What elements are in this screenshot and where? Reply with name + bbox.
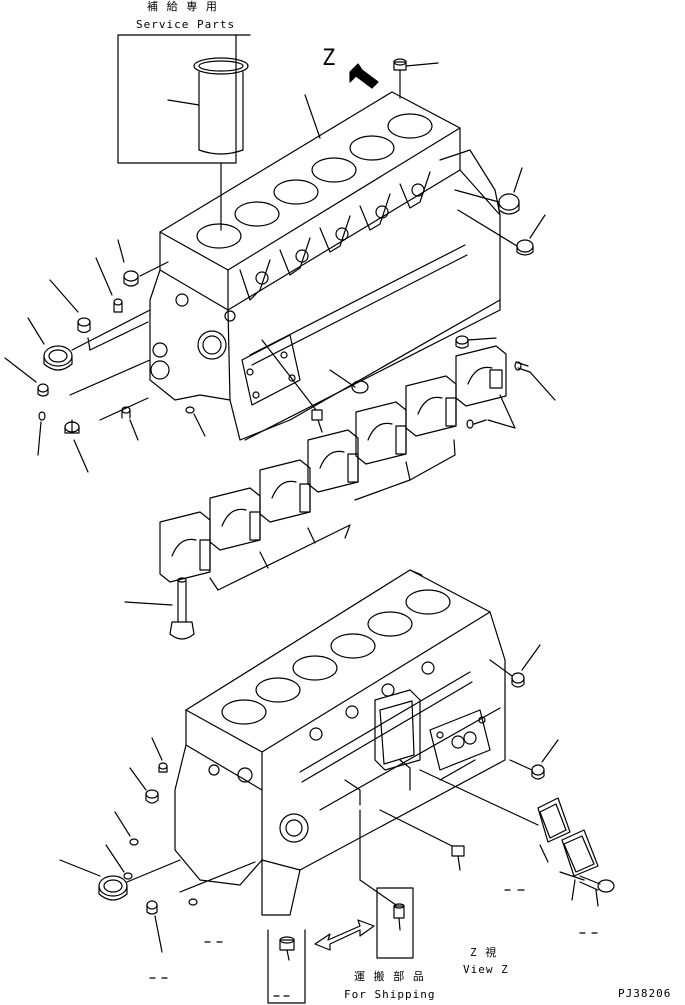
cylinder-liner (167, 57, 249, 231)
service-parts-jp-label: 補 給 専 用 (147, 0, 218, 13)
shipping-parts-group (267, 809, 414, 1004)
main-bearing-bolt (124, 577, 195, 640)
drawing-code: PJ38206 (618, 987, 672, 1000)
lower-block-fittings (59, 644, 615, 979)
view-z-en-label: View Z (463, 963, 509, 976)
z-direction-arrow (349, 63, 379, 89)
upper-cylinder-block (149, 69, 501, 441)
view-z-marker: Z (322, 46, 336, 71)
shipping-en-label: For Shipping (344, 988, 436, 1001)
service-parts-en-label: Service Parts (136, 18, 236, 31)
main-bearing-caps (159, 335, 556, 591)
shipping-jp-label: 運 搬 部 品 (354, 970, 425, 983)
lower-cylinder-block (174, 569, 506, 916)
upper-block-fittings (4, 58, 546, 473)
service-parts-box (117, 34, 251, 164)
view-z-jp-label: Z 視 (470, 946, 498, 959)
